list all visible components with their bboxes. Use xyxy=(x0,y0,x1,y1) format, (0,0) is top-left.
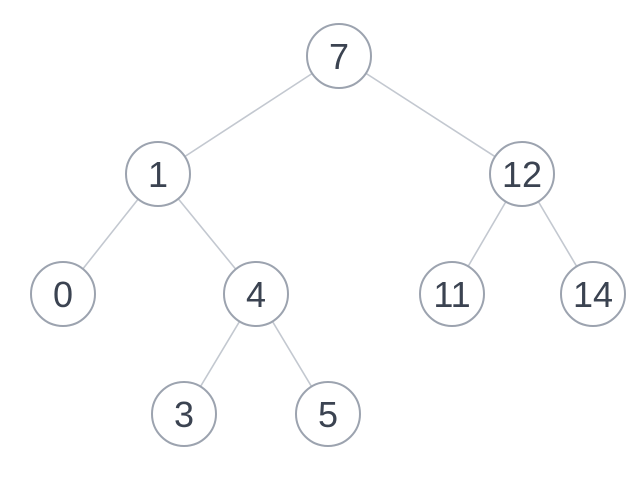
tree-node-circle-5 xyxy=(295,381,361,447)
tree-node-5: 5 xyxy=(295,381,361,447)
tree-node-12: 12 xyxy=(489,141,555,207)
tree-nodes-layer: 7 1 12 0 4 11 14 3 5 xyxy=(30,23,626,447)
tree-node-label-5: 5 xyxy=(318,394,338,435)
tree-edge-7-12 xyxy=(338,55,523,175)
tree-node-label-3: 3 xyxy=(174,394,194,435)
tree-node-11: 11 xyxy=(419,261,485,327)
tree-node-circle-12 xyxy=(489,141,555,207)
tree-node-label-7: 7 xyxy=(329,36,349,77)
tree-node-3: 3 xyxy=(151,381,217,447)
tree-node-circle-3 xyxy=(151,381,217,447)
tree-node-label-0: 0 xyxy=(53,274,73,315)
tree-node-14: 14 xyxy=(560,261,626,327)
tree-node-label-11: 11 xyxy=(433,274,470,315)
tree-edge-7-1 xyxy=(157,55,340,175)
tree-node-circle-7 xyxy=(306,23,372,89)
tree-node-7: 7 xyxy=(306,23,372,89)
tree-node-label-12: 12 xyxy=(502,154,542,195)
tree-node-circle-4 xyxy=(223,261,289,327)
tree-node-circle-0 xyxy=(30,261,96,327)
tree-node-0: 0 xyxy=(30,261,96,327)
tree-node-circle-1 xyxy=(125,141,191,207)
tree-node-label-14: 14 xyxy=(573,274,613,315)
tree-node-circle-11 xyxy=(419,261,485,327)
tree-node-1: 1 xyxy=(125,141,191,207)
tree-node-label-1: 1 xyxy=(148,154,168,195)
tree-node-4: 4 xyxy=(223,261,289,327)
tree-node-label-4: 4 xyxy=(246,274,266,315)
tree-edges-layer xyxy=(62,55,594,415)
tree-node-circle-14 xyxy=(560,261,626,327)
